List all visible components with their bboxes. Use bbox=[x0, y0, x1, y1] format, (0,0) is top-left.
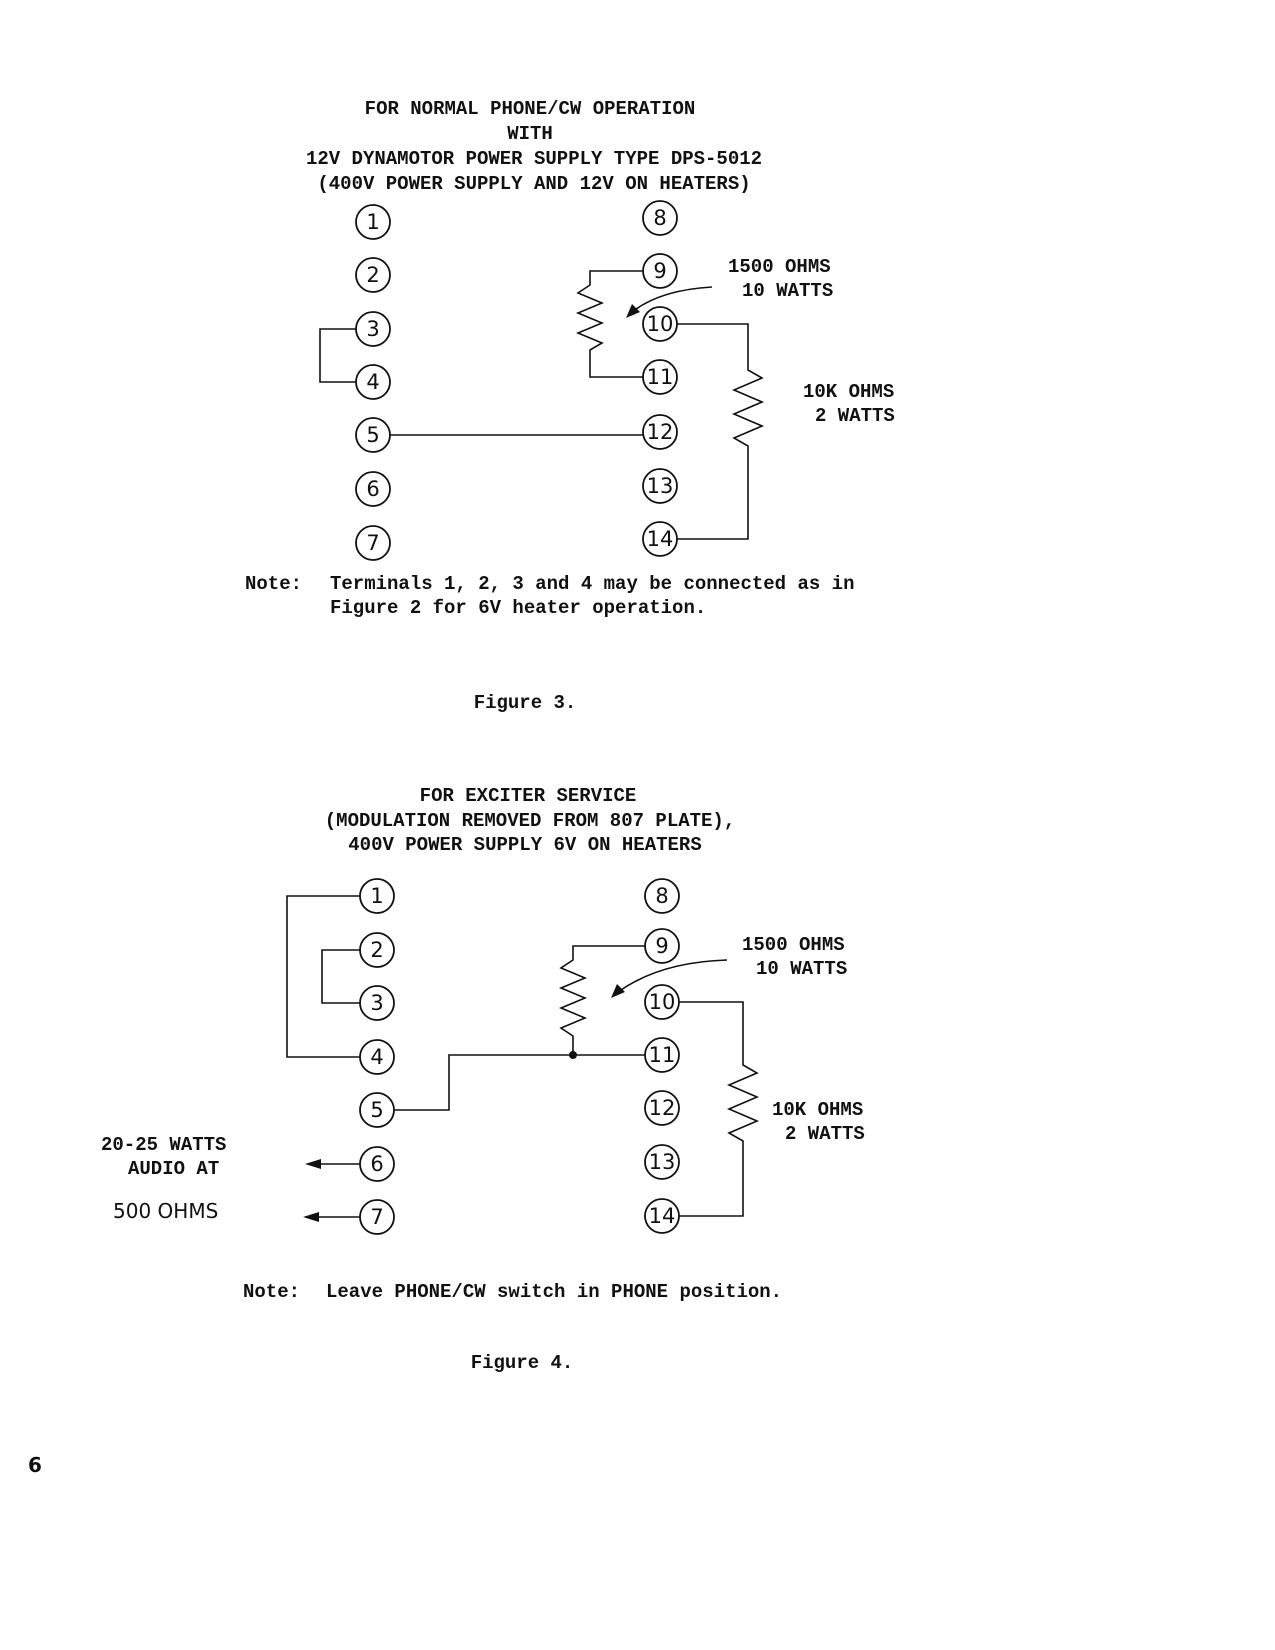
terminal-3: 3 bbox=[370, 991, 383, 1015]
note-label: Note: bbox=[243, 1281, 300, 1303]
figure4-heading: FOR EXCITER SERVICE (MODULATION REMOVED … bbox=[325, 785, 735, 856]
arrow-line bbox=[631, 286, 713, 313]
arrow-head-icon bbox=[611, 984, 625, 998]
terminal-9: 9 bbox=[655, 934, 668, 958]
terminal-8: 8 bbox=[653, 206, 666, 230]
terminal-12: 12 bbox=[649, 1096, 676, 1120]
figure4-terminals: 1 2 3 4 5 6 7 8 9 10 11 12 13 14 bbox=[359, 878, 680, 1235]
resistor1-value: 1500 OHMS bbox=[742, 934, 845, 956]
resistor2-value: 10K OHMS bbox=[803, 381, 894, 403]
terminal-7: 7 bbox=[366, 531, 379, 555]
resistor-10k-ohms bbox=[679, 1001, 760, 1217]
terminal-6: 6 bbox=[366, 477, 379, 501]
figure4-heading-line: (MODULATION REMOVED FROM 807 PLATE), bbox=[325, 810, 735, 832]
resistor2-wattage: 2 WATTS bbox=[815, 405, 895, 427]
terminal-10: 10 bbox=[649, 990, 676, 1014]
jumper-2-3 bbox=[321, 949, 360, 1004]
note-text: Terminals 1, 2, 3 and 4 may be connected… bbox=[330, 573, 855, 595]
figure3-heading-line: WITH bbox=[507, 123, 553, 145]
terminal-13: 13 bbox=[647, 474, 674, 498]
resistor1-wattage: 10 WATTS bbox=[756, 958, 847, 980]
wire-5-11 bbox=[394, 1054, 573, 1111]
arrow-line bbox=[617, 959, 728, 993]
audio-impedance: 500 OHMS bbox=[113, 1199, 218, 1223]
figure3-heading-line: FOR NORMAL PHONE/CW OPERATION bbox=[365, 98, 696, 120]
terminal-11: 11 bbox=[647, 365, 674, 389]
resistor2-wattage: 2 WATTS bbox=[785, 1123, 865, 1145]
junction-dot bbox=[569, 1051, 577, 1059]
figure3-heading-line: (400V POWER SUPPLY AND 12V ON HEATERS) bbox=[317, 173, 750, 195]
figure4-heading-line: 400V POWER SUPPLY 6V ON HEATERS bbox=[348, 834, 701, 856]
terminal-3: 3 bbox=[366, 317, 379, 341]
terminal-9: 9 bbox=[653, 259, 666, 283]
jumper-3-4 bbox=[319, 328, 356, 383]
resistor1-wattage: 10 WATTS bbox=[742, 280, 833, 302]
terminal-6: 6 bbox=[370, 1152, 383, 1176]
page-number: 6 bbox=[28, 1453, 42, 1477]
terminal-2: 2 bbox=[370, 938, 383, 962]
audio-spec: AUDIO AT bbox=[128, 1158, 219, 1180]
resistor-10k-ohms bbox=[677, 323, 765, 540]
audio-spec: 20-25 WATTS bbox=[101, 1134, 226, 1156]
resistor1-value: 1500 OHMS bbox=[728, 256, 831, 278]
resistor2-value: 10K OHMS bbox=[772, 1099, 863, 1121]
terminal-1: 1 bbox=[370, 884, 383, 908]
figure3-heading: FOR NORMAL PHONE/CW OPERATION WITH 12V D… bbox=[306, 98, 762, 195]
arrow-head-icon bbox=[626, 304, 640, 318]
terminal-4: 4 bbox=[366, 370, 379, 394]
jumper-1-4 bbox=[286, 895, 360, 1058]
terminal-1: 1 bbox=[366, 210, 379, 234]
terminal-12: 12 bbox=[647, 420, 674, 444]
terminal-11: 11 bbox=[649, 1043, 676, 1067]
figure3-heading-line: 12V DYNAMOTOR POWER SUPPLY TYPE DPS-5012 bbox=[306, 148, 762, 170]
figure3-caption: Figure 3. bbox=[474, 692, 577, 714]
terminal-8: 8 bbox=[655, 884, 668, 908]
arrow-left-icon bbox=[303, 1212, 319, 1222]
figure4-caption: Figure 4. bbox=[471, 1352, 574, 1374]
terminal-14: 14 bbox=[647, 527, 674, 551]
resistor-1500-ohms bbox=[558, 945, 645, 1056]
terminal-10: 10 bbox=[647, 312, 674, 336]
note-label: Note: bbox=[245, 573, 302, 595]
terminal-5: 5 bbox=[370, 1098, 383, 1122]
figure4-heading-line: FOR EXCITER SERVICE bbox=[420, 785, 637, 807]
terminal-5: 5 bbox=[366, 423, 379, 447]
resistor-1500-ohms bbox=[575, 270, 643, 378]
terminal-13: 13 bbox=[649, 1150, 676, 1174]
note-text: Leave PHONE/CW switch in PHONE position. bbox=[326, 1281, 782, 1303]
terminal-4: 4 bbox=[370, 1045, 383, 1069]
terminal-2: 2 bbox=[366, 263, 379, 287]
terminal-7: 7 bbox=[370, 1205, 383, 1229]
figure4-wiring bbox=[286, 895, 760, 1222]
terminal-14: 14 bbox=[649, 1204, 676, 1228]
figure3-terminals: 1 2 3 4 5 6 7 8 9 10 11 12 13 14 bbox=[355, 200, 678, 561]
note-text: Figure 2 for 6V heater operation. bbox=[330, 597, 706, 619]
arrow-left-icon bbox=[305, 1159, 321, 1169]
figure3-wiring bbox=[319, 270, 765, 540]
